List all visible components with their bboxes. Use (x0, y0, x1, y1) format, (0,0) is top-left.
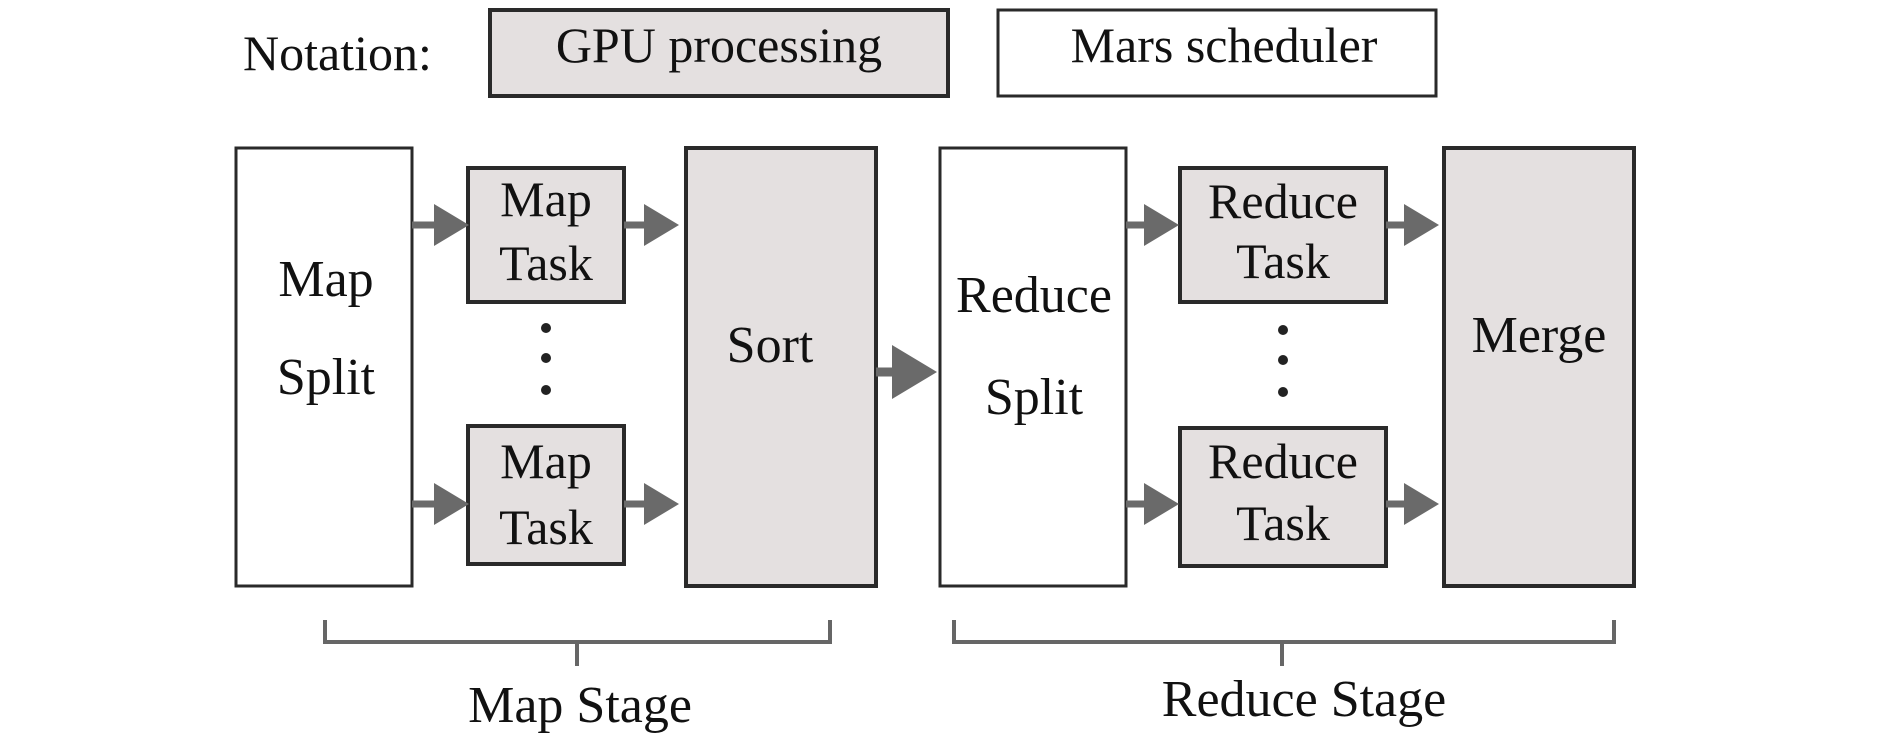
map-stage-label: Map Stage (468, 677, 692, 734)
map-split-label-line1: Map (278, 251, 373, 308)
merge-label: Merge (1472, 307, 1607, 364)
reduce-task-bottom-label-line1: Reduce (1208, 433, 1358, 489)
map-task-bottom-label-line2: Task (499, 499, 593, 555)
notation-label: Notation: (243, 25, 432, 81)
sort-label: Sort (727, 317, 814, 374)
reduce-task-bottom-box (1178, 426, 1388, 568)
map-task-bottom-box (466, 424, 626, 566)
reduce-task-top-label-line2: Task (1236, 233, 1330, 289)
map-tasks-ellipsis-dot-2 (541, 353, 551, 363)
reduce-tasks-ellipsis-dot-2 (1278, 355, 1288, 365)
reduce-stage-brace (952, 620, 1616, 666)
reduce-split-box (938, 146, 1128, 588)
merge-box (1442, 146, 1636, 588)
map-task-top-label-line1: Map (500, 171, 592, 227)
reduce-tasks-ellipsis-dot-3 (1278, 387, 1288, 397)
map-tasks-ellipsis-dot-3 (541, 385, 551, 395)
map-task-top-box (466, 166, 626, 304)
map-task-bottom-label-line1: Map (500, 433, 592, 489)
legend-gpu-label: GPU processing (556, 17, 882, 73)
reduce-tasks-ellipsis-dot-1 (1278, 325, 1288, 335)
reduce-split-label-line1: Reduce (956, 267, 1112, 324)
reduce-stage-label: Reduce Stage (1162, 671, 1446, 728)
map-stage-brace (323, 620, 832, 666)
legend-scheduler-box (996, 8, 1438, 98)
reduce-task-top-label-line1: Reduce (1208, 173, 1358, 229)
map-split-box (234, 146, 414, 588)
reduce-task-bottom-label-line2: Task (1236, 495, 1330, 551)
legend-scheduler-label: Mars scheduler (1071, 17, 1378, 73)
reduce-task-top-box (1178, 166, 1388, 304)
map-tasks-ellipsis-dot-1 (541, 323, 551, 333)
legend-gpu-box (488, 8, 950, 98)
reduce-split-label-line2: Split (985, 369, 1084, 426)
sort-box (684, 146, 878, 588)
map-split-label-line2: Split (277, 349, 376, 406)
map-task-top-label-line2: Task (499, 235, 593, 291)
